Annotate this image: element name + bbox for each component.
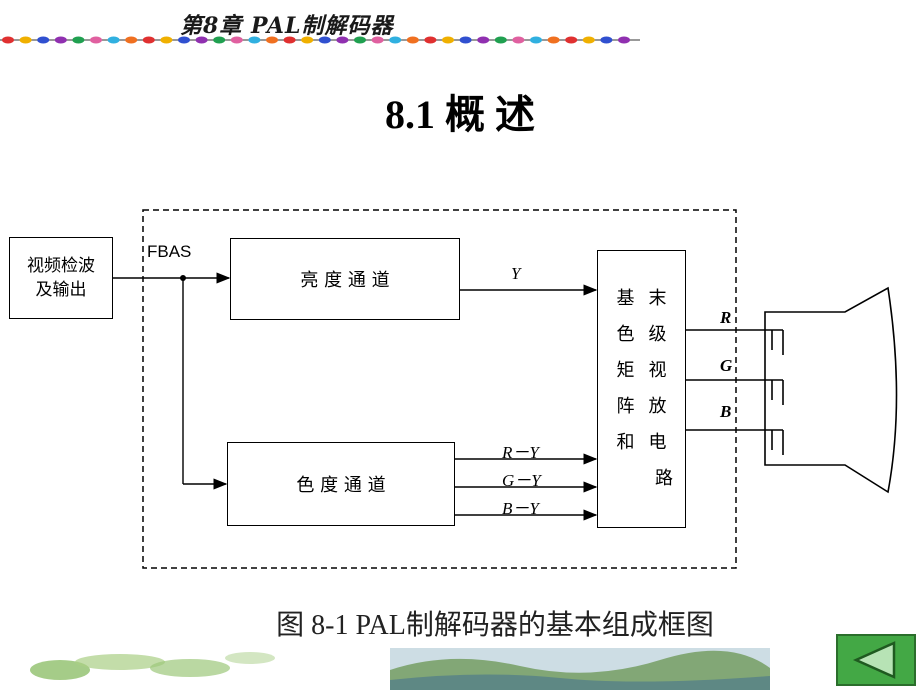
matrix-line-3: 矩视 [616, 360, 681, 381]
decorative-dot [125, 36, 138, 44]
figure-caption: 图 8-1 PAL制解码器的基本组成框图 [276, 610, 714, 641]
decorative-dot [90, 36, 102, 44]
decorative-dot [354, 36, 366, 44]
decorative-dot [301, 36, 314, 44]
luma-channel-block: 亮 度 通 道 [230, 238, 460, 320]
decorative-dot [195, 36, 208, 44]
y-label: Y [511, 264, 521, 283]
matrix-line-1: 基末 [616, 288, 681, 309]
decorative-dot [178, 36, 190, 44]
decorative-dot [424, 36, 437, 44]
r-y-label: R－Y [502, 443, 539, 462]
decorative-dot [336, 36, 349, 44]
back-button[interactable] [836, 634, 916, 686]
decorative-dot [283, 36, 296, 44]
decorative-dot [442, 36, 454, 44]
decorative-dot [160, 36, 173, 44]
decorative-dot [266, 36, 278, 44]
fbas-label: FBAS [147, 242, 192, 261]
g-y-label: G－Y [502, 471, 541, 490]
decorative-dot [406, 36, 419, 44]
decorative-dot [37, 36, 50, 44]
footer-decoration [30, 648, 770, 690]
chroma-label: 色 度 通 道 [296, 475, 386, 496]
decorative-dot [600, 36, 613, 44]
decorative-dot [107, 36, 120, 44]
decorative-dot [54, 36, 67, 44]
decorative-dot-rule [0, 36, 640, 44]
chapter-header: 第8章 PAL制解码器 [180, 13, 394, 39]
decorative-dot [565, 36, 578, 44]
slide-title: 8.1 概 述 [385, 92, 535, 137]
decorative-dot [618, 36, 630, 44]
decorative-dot [530, 36, 542, 44]
matrix-line-5: 和电 [616, 432, 681, 453]
matrix-amp-block: 基末 色级 矩视 阵放 和电 路 [597, 250, 686, 528]
decorative-dot [230, 36, 243, 44]
decorative-dot [213, 36, 226, 44]
detector-block: 视频检波 及输出 [9, 237, 113, 319]
decorative-dot [248, 36, 261, 44]
picture-tube-icon [764, 286, 898, 494]
detector-label: 视频检波 及输出 [27, 256, 95, 300]
decorative-dot [318, 36, 331, 44]
r-label: R [720, 308, 732, 327]
b-label: B [720, 402, 732, 421]
triangle-left-icon [852, 641, 896, 679]
decorative-dot [477, 36, 490, 44]
decorative-dot [72, 36, 85, 44]
decorative-dot [389, 36, 402, 44]
decorative-dot [371, 36, 384, 44]
decorative-dot [582, 36, 595, 44]
decorative-dot [2, 36, 14, 44]
matrix-line-6: 路 [655, 468, 673, 489]
decorative-dot [459, 36, 472, 44]
decorative-dot [547, 36, 560, 44]
decorative-dot [142, 36, 155, 44]
b-y-label: B－Y [502, 499, 539, 518]
chroma-channel-block: 色 度 通 道 [227, 442, 455, 526]
matrix-line-2: 色级 [616, 324, 681, 345]
decoder-boundary [142, 209, 737, 569]
decorative-dot [19, 36, 32, 44]
luma-label: 亮 度 通 道 [300, 270, 390, 291]
matrix-line-4: 阵放 [616, 396, 681, 417]
g-label: G [720, 356, 733, 375]
decorative-dot [512, 36, 525, 44]
decorative-dot [494, 36, 507, 44]
